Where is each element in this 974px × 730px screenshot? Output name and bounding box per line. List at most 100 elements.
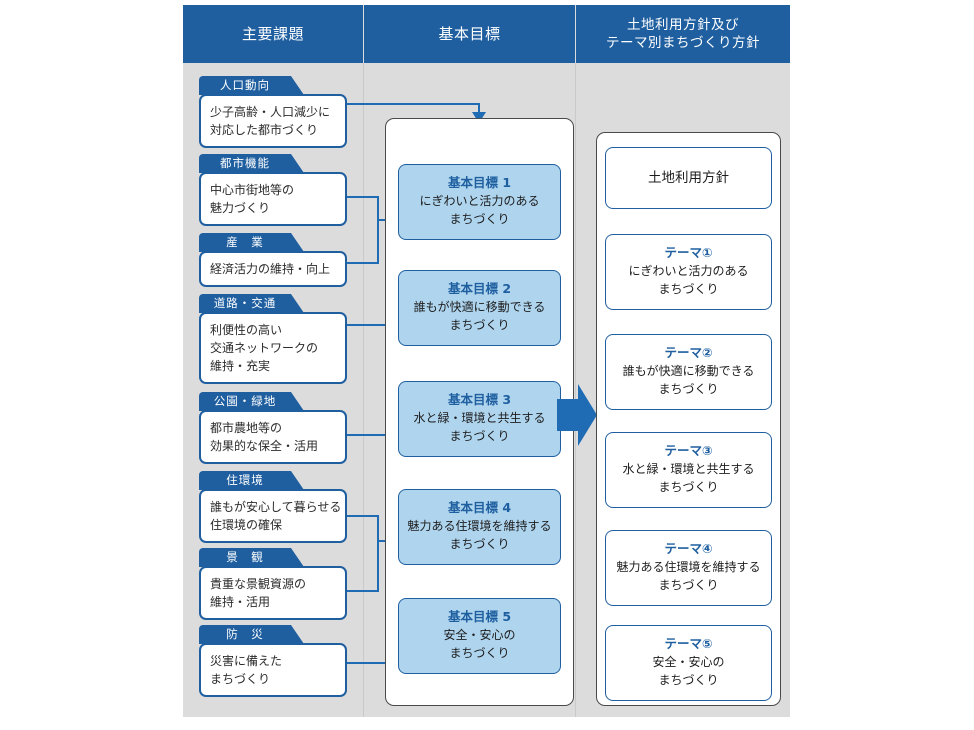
connector-urban-h [347, 196, 379, 198]
issue-line: 住環境の確保 [210, 518, 283, 532]
issue-line: 都市農地等の [210, 421, 283, 435]
goal-card-2[interactable]: 基本目標 2 誰もが快適に移動できる まちづくり [398, 270, 561, 346]
connector-population-arrow [472, 112, 486, 123]
connector-landscape-h [347, 590, 379, 592]
policy-line: まちづくり [658, 382, 719, 397]
column-header-issues: 主要課題 [183, 5, 363, 63]
issue-tab-label: 公園・緑地 [199, 392, 304, 411]
goal-line: まちづくり [449, 537, 510, 552]
goal-card-1[interactable]: 基本目標 1 にぎわいと活力のある まちづくり [398, 164, 561, 240]
goal-line: まちづくり [449, 429, 510, 444]
issue-line: 魅力づくり [210, 201, 271, 215]
issue-body: 貴重な景観資源の 維持・活用 [199, 566, 347, 620]
column-divider-1 [363, 63, 364, 717]
column-header-policies: 土地利用方針及び テーマ別まちづくり方針 [576, 5, 790, 63]
goal-card-5[interactable]: 基本目標 5 安全・安心の まちづくり [398, 598, 561, 674]
issue-line: 効果的な保全・活用 [210, 439, 319, 453]
policy-title: テーマ⑤ [664, 636, 713, 651]
policy-card-land-use[interactable]: 土地利用方針 [605, 147, 772, 209]
issue-line: 交通ネットワークの [210, 341, 319, 355]
issue-card-road-transport[interactable]: 道路・交通 利便性の高い 交通ネットワークの 維持・充実 [199, 294, 347, 384]
issue-line: 利便性の高い [210, 323, 283, 337]
issue-line: 災害に備えた [210, 654, 283, 668]
column-header-policies-line1: 土地利用方針及び [627, 16, 739, 33]
connector-park-h [347, 434, 394, 436]
connector-industry-h [347, 262, 379, 264]
policy-title: テーマ③ [664, 443, 713, 458]
goal-title: 基本目標 4 [447, 500, 512, 515]
goal-card-4[interactable]: 基本目標 4 魅力ある住環境を維持する まちづくり [398, 489, 561, 565]
issue-line: 少子高齢・人口減少に [210, 105, 331, 119]
goal-line: まちづくり [449, 212, 510, 227]
issue-tab-label: 道路・交通 [199, 294, 304, 313]
goal-line: にぎわいと活力のある [419, 194, 540, 209]
policy-card-theme-1[interactable]: テーマ① にぎわいと活力のある まちづくり [605, 234, 772, 310]
issue-line: 対応した都市づくり [210, 123, 319, 137]
policy-line: まちづくり [658, 673, 719, 688]
column-header-goals-label: 基本目標 [438, 24, 501, 43]
goal-title: 基本目標 1 [447, 175, 512, 190]
issue-tab-label: 住環境 [199, 471, 304, 490]
issue-tab-label: 人口動向 [199, 76, 304, 95]
issue-tab-label: 防 災 [199, 625, 304, 644]
issue-tab-label: 景 観 [199, 548, 304, 567]
issue-body: 災害に備えた まちづくり [199, 643, 347, 697]
connector-disaster-h [347, 662, 394, 664]
issue-card-landscape[interactable]: 景 観 貴重な景観資源の 維持・活用 [199, 548, 347, 620]
policy-line: まちづくり [658, 282, 719, 297]
policy-line: 魅力ある住環境を維持する [616, 560, 761, 575]
policy-card-theme-4[interactable]: テーマ④ 魅力ある住環境を維持する まちづくり [605, 530, 772, 606]
goal-line: 水と緑・環境と共生する [413, 411, 546, 426]
issue-card-park-greenery[interactable]: 公園・緑地 都市農地等の 効果的な保全・活用 [199, 392, 347, 464]
issue-line: 維持・充実 [210, 359, 271, 373]
policy-title: テーマ② [664, 345, 713, 360]
policy-title: テーマ④ [664, 541, 713, 556]
issue-body: 経済活力の維持・向上 [199, 251, 347, 287]
policy-line: 水と緑・環境と共生する [622, 462, 755, 477]
issue-body: 誰もが安心して暮らせる 住環境の確保 [199, 489, 347, 543]
issue-line: 貴重な景観資源の [210, 577, 307, 591]
policy-line: まちづくり [658, 480, 719, 495]
column-header-issues-label: 主要課題 [241, 24, 304, 43]
issue-card-urban-function[interactable]: 都市機能 中心市街地等の 魅力づくり [199, 154, 347, 226]
policy-line: まちづくり [658, 578, 719, 593]
issue-line: 誰もが安心して暮らせる [210, 500, 342, 514]
column-header-policies-line2: テーマ別まちづくり方針 [606, 35, 760, 51]
goal-title: 基本目標 2 [447, 281, 512, 296]
issue-card-disaster-prevention[interactable]: 防 災 災害に備えた まちづくり [199, 625, 347, 697]
issue-line: 中心市街地等の [210, 183, 295, 197]
issue-card-living-environment[interactable]: 住環境 誰もが安心して暮らせる 住環境の確保 [199, 471, 347, 543]
policy-card-theme-3[interactable]: テーマ③ 水と緑・環境と共生する まちづくり [605, 432, 772, 508]
issue-line: まちづくり [210, 672, 271, 686]
issue-card-industry[interactable]: 産 業 経済活力の維持・向上 [199, 233, 347, 287]
policy-line: 誰もが快適に移動できる [622, 364, 755, 379]
issue-tab-label: 都市機能 [199, 154, 304, 173]
issue-body: 都市農地等の 効果的な保全・活用 [199, 410, 347, 464]
connector-living-h [347, 515, 379, 517]
goal-line: まちづくり [449, 646, 510, 661]
column-header-goals: 基本目標 [364, 5, 575, 63]
policy-card-theme-2[interactable]: テーマ② 誰もが快適に移動できる まちづくり [605, 334, 772, 410]
flow-arrow-right [557, 382, 597, 448]
goal-card-3[interactable]: 基本目標 3 水と緑・環境と共生する まちづくり [398, 381, 561, 457]
goal-line: 安全・安心の [443, 628, 516, 643]
connector-population-v [478, 103, 480, 117]
goal-line: 誰もが快適に移動できる [413, 300, 546, 315]
connector-merge-goal1-v [377, 196, 379, 264]
policy-title: 土地利用方針 [648, 169, 729, 186]
issue-body: 少子高齢・人口減少に 対応した都市づくり [199, 94, 347, 148]
issue-body: 中心市街地等の 魅力づくり [199, 172, 347, 226]
policy-title: テーマ① [664, 245, 713, 260]
column-divider-2 [575, 63, 576, 717]
policy-card-theme-5[interactable]: テーマ⑤ 安全・安心の まちづくり [605, 625, 772, 701]
policy-line: 安全・安心の [652, 655, 725, 670]
issue-line: 経済活力の維持・向上 [210, 262, 331, 276]
connector-merge-goal4-v [377, 515, 379, 592]
connector-population-h [347, 103, 480, 105]
issue-body: 利便性の高い 交通ネットワークの 維持・充実 [199, 312, 347, 384]
goal-title: 基本目標 5 [447, 609, 512, 624]
issue-line: 維持・活用 [210, 595, 271, 609]
issue-card-population[interactable]: 人口動向 少子高齢・人口減少に 対応した都市づくり [199, 76, 347, 148]
policy-line: にぎわいと活力のある [628, 264, 749, 279]
